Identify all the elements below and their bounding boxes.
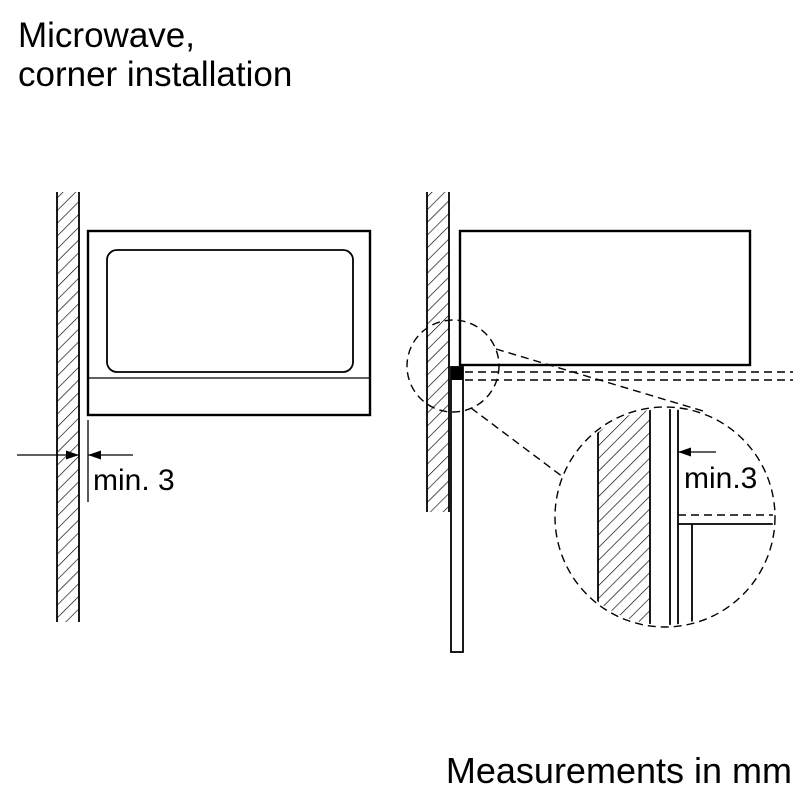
- rear-wall-hatch: [426, 192, 450, 512]
- microwave-front: [86, 229, 372, 417]
- arrow-left-icon: [88, 450, 101, 460]
- detail-dimension-label: min.3: [684, 462, 757, 495]
- front-view: min. 3: [17, 192, 372, 622]
- wall-hatch-fill: [57, 192, 79, 622]
- wall-hatch-fill: [427, 192, 449, 512]
- mounting-point: [451, 367, 463, 380]
- page-title-line2: corner installation: [18, 55, 292, 94]
- detail-view-content: [597, 409, 773, 625]
- detail-connector-line: [495, 348, 704, 412]
- side-panel: [450, 366, 464, 653]
- wall-hatch-fill: [598, 409, 650, 625]
- detail-view: min.3: [554, 406, 776, 628]
- front-dimension-min3: min. 3: [17, 420, 175, 502]
- measurements-note: Measurements in mm: [446, 750, 792, 791]
- worktop-dashed-lines: [465, 371, 793, 381]
- detail-dimension-min3: min.3: [678, 447, 757, 495]
- detail-marker-circle: [406, 319, 500, 413]
- detail-view-circle: [554, 406, 776, 628]
- arrow-right-icon: [66, 450, 79, 460]
- arrow-left-icon: [678, 447, 691, 457]
- side-view: min.3: [406, 192, 793, 653]
- front-dimension-label: min. 3: [93, 464, 175, 497]
- detail-connector-line: [470, 407, 564, 478]
- page-title-line1: Microwave,: [18, 16, 195, 55]
- cabinet-housing-outline: [458, 229, 752, 367]
- side-wall-hatch: [56, 192, 80, 622]
- microwave-door-window: [106, 249, 354, 373]
